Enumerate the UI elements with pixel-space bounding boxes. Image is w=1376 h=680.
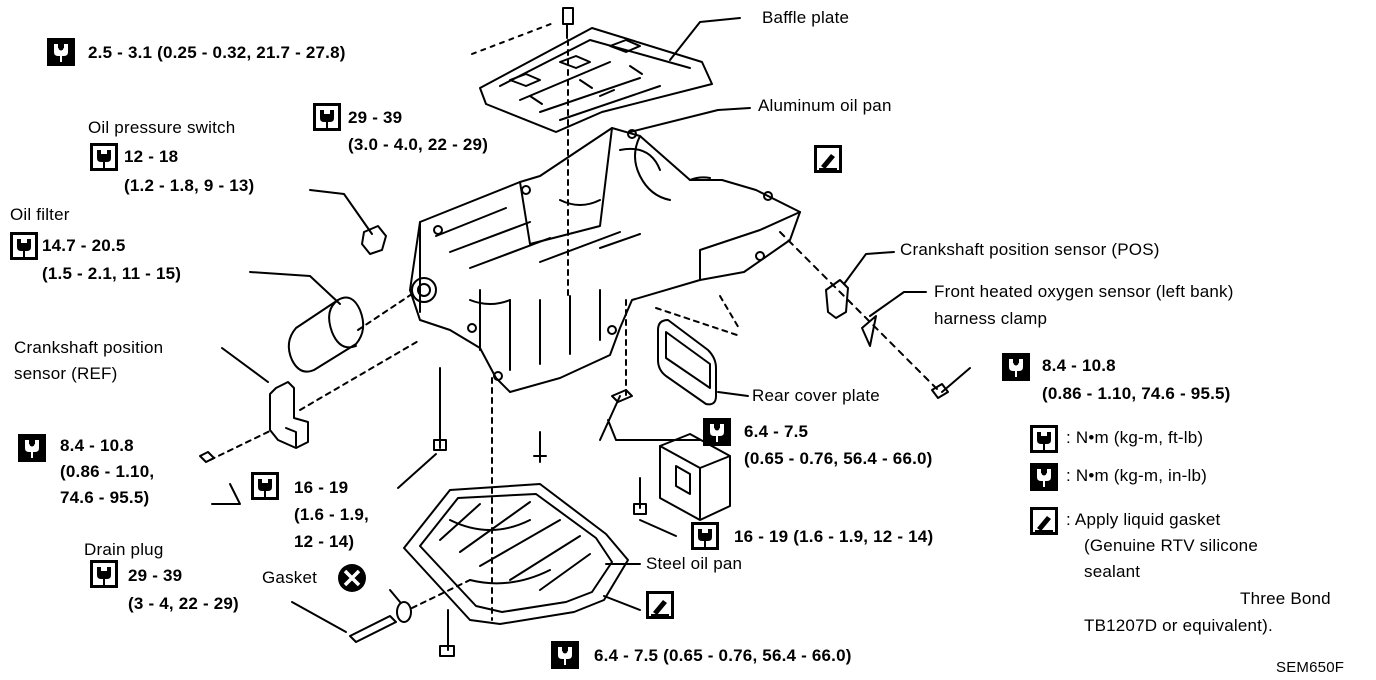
torque-pos-2: (0.86 - 1.10, 74.6 - 95.5) <box>1042 384 1231 403</box>
torque-oil-filter-1: 14.7 - 20.5 <box>42 236 126 255</box>
label-aluminum-oil-pan: Aluminum oil pan <box>758 96 892 115</box>
torque-ftlb-icon <box>313 103 341 131</box>
torque-baffle: 2.5 - 3.1 (0.25 - 0.32, 21.7 - 27.8) <box>88 43 346 62</box>
torque-rear-cover-1: 6.4 - 7.5 <box>744 422 809 441</box>
torque-drain-2: (3 - 4, 22 - 29) <box>128 594 239 613</box>
label-oil-pressure-switch: Oil pressure switch <box>88 118 236 137</box>
torque-drain-1: 29 - 39 <box>128 566 183 585</box>
label-crank-ref-2: sensor (REF) <box>14 364 118 383</box>
label-crank-pos: Crankshaft position sensor (POS) <box>900 240 1160 259</box>
legend-nm-ftlb: : N•m (kg-m, ft-lb) <box>1066 428 1204 447</box>
torque-ftlb-icon <box>90 560 118 588</box>
torque-al-pan-2: (3.0 - 4.0, 22 - 29) <box>348 135 489 154</box>
label-front-o2-1: Front heated oxygen sensor (left bank) <box>934 282 1234 301</box>
label-steel-oil-pan: Steel oil pan <box>646 554 743 573</box>
torque-inlb-icon <box>47 38 75 66</box>
torque-bolt-mid-3: 12 - 14) <box>294 532 355 551</box>
torque-rear-bolt: 16 - 19 (1.6 - 1.9, 12 - 14) <box>734 527 934 546</box>
legend-gasket-5: TB1207D or equivalent). <box>1084 616 1273 635</box>
torque-ref-1: 8.4 - 10.8 <box>60 436 134 455</box>
torque-pos-1: 8.4 - 10.8 <box>1042 356 1116 375</box>
torque-oil-switch-1: 12 - 18 <box>124 147 179 166</box>
torque-ftlb-icon <box>691 522 719 550</box>
figure-code: SEM650F <box>1276 659 1345 676</box>
legend-gasket-3: sealant <box>1084 562 1141 581</box>
liquid-gasket-icon <box>813 144 843 174</box>
torque-bolt-mid-1: 16 - 19 <box>294 478 349 497</box>
torque-oil-switch-2: (1.2 - 1.8, 9 - 13) <box>124 176 255 195</box>
torque-inlb-icon <box>1030 463 1058 491</box>
torque-steel-pan: 6.4 - 7.5 (0.65 - 0.76, 56.4 - 66.0) <box>594 646 852 665</box>
torque-ref-3: 74.6 - 95.5) <box>60 488 150 507</box>
label-crank-ref-1: Crankshaft position <box>14 338 164 357</box>
torque-bolt-mid-2: (1.6 - 1.9, <box>294 505 369 524</box>
torque-ftlb-icon <box>90 143 118 171</box>
liquid-gasket-icon <box>645 590 675 620</box>
legend-gasket-2: (Genuine RTV silicone <box>1084 536 1258 555</box>
torque-rear-cover-2: (0.65 - 0.76, 56.4 - 66.0) <box>744 449 933 468</box>
torque-al-pan-1: 29 - 39 <box>348 108 403 127</box>
label-oil-filter: Oil filter <box>10 205 70 224</box>
torque-inlb-icon <box>703 418 731 446</box>
label-rear-cover-plate: Rear cover plate <box>752 386 880 405</box>
torque-ftlb-icon <box>1030 425 1058 453</box>
legend-nm-inlb: : N•m (kg-m, in-lb) <box>1066 466 1208 485</box>
label-baffle-plate: Baffle plate <box>762 8 850 27</box>
torque-ftlb-icon <box>251 472 279 500</box>
torque-inlb-icon <box>18 434 46 462</box>
legend-gasket-1: : Apply liquid gasket <box>1066 510 1221 529</box>
legend-gasket-4: Three Bond <box>1240 589 1331 608</box>
torque-oil-filter-2: (1.5 - 2.1, 11 - 15) <box>42 264 182 283</box>
label-drain-plug: Drain plug <box>84 540 164 559</box>
do-not-reuse-icon <box>338 564 366 592</box>
torque-inlb-icon <box>551 641 579 669</box>
liquid-gasket-icon <box>1029 506 1059 536</box>
label-gasket: Gasket <box>262 568 318 587</box>
label-front-o2-2: harness clamp <box>934 309 1048 328</box>
torque-ref-2: (0.86 - 1.10, <box>60 462 155 481</box>
torque-inlb-icon <box>1002 353 1030 381</box>
torque-ftlb-icon <box>10 232 38 260</box>
